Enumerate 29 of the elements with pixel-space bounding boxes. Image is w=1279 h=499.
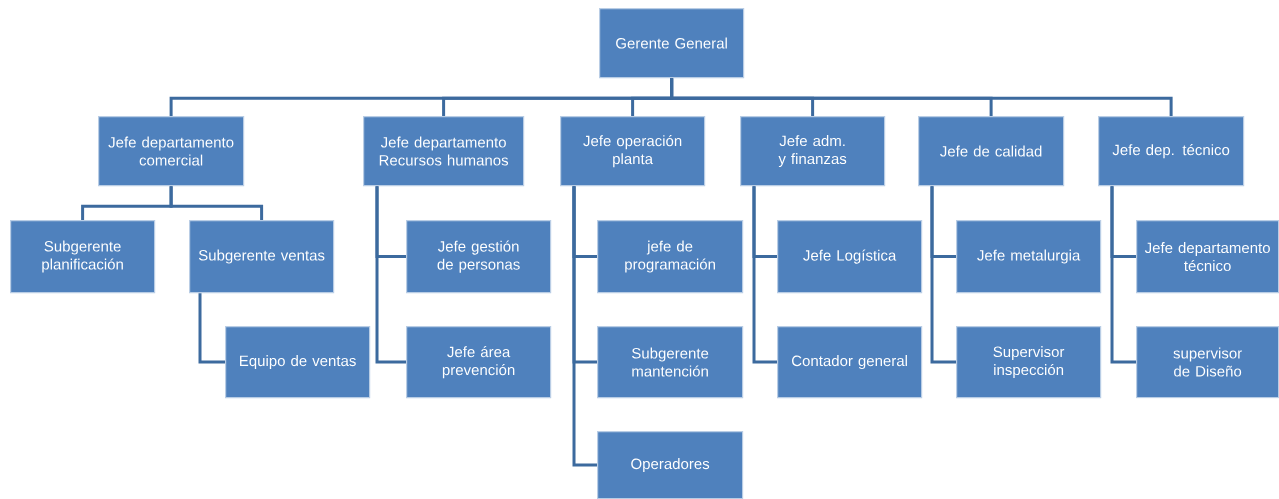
org-box: Contador general xyxy=(777,326,923,399)
connector-line xyxy=(670,78,1173,116)
connector-line xyxy=(930,186,956,364)
org-box: Jefe operación planta xyxy=(560,116,706,187)
connector-line xyxy=(169,186,264,220)
org-box: Subgerente mantención xyxy=(597,326,744,399)
org-box: Gerente General xyxy=(599,8,745,79)
org-box: Jefe dep. técnico xyxy=(1098,116,1245,187)
org-box: Jefe departamento Recursos humanos xyxy=(363,116,525,187)
connector-line xyxy=(1110,186,1136,364)
org-box: Jefe metalurgia xyxy=(956,220,1102,294)
org-box: Jefe adm. y finanzas xyxy=(740,116,886,187)
org-box: Subgerente planificación xyxy=(10,220,156,294)
org-box: Jefe área prevención xyxy=(406,326,552,399)
org-box: Jefe departamento comercial xyxy=(98,116,245,187)
org-box: Supervisor inspección xyxy=(956,326,1102,399)
org-box: Jefe Logística xyxy=(777,220,923,294)
org-box: Jefe de calidad xyxy=(918,116,1065,187)
org-box: Jefe gestión de personas xyxy=(406,220,552,294)
org-box: Operadores xyxy=(597,431,744,499)
org-box: supervisor de Diseño xyxy=(1136,326,1279,399)
org-box: Equipo de ventas xyxy=(225,326,371,399)
org-box: Subgerente ventas xyxy=(189,220,335,294)
connector-line xyxy=(572,186,597,467)
org-box: jefe de programación xyxy=(597,220,744,294)
connector-line xyxy=(375,186,406,364)
connector-line xyxy=(752,186,777,364)
org-box: Jefe departamento técnico xyxy=(1136,220,1279,294)
connector-line xyxy=(198,293,225,364)
